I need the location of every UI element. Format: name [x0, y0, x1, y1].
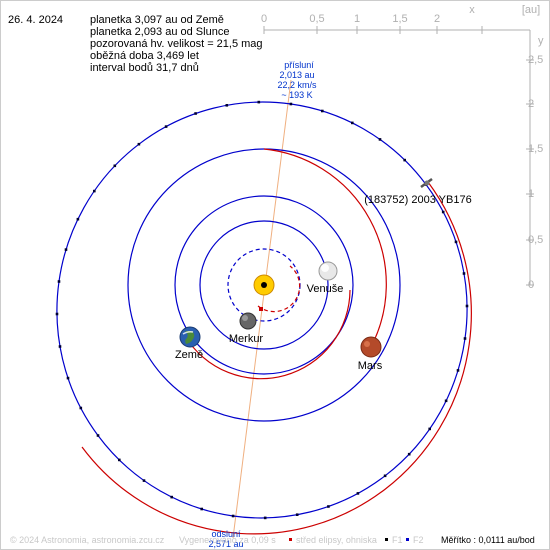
orbit-point	[378, 138, 382, 141]
y-tick-label: 2	[528, 98, 534, 110]
ellipse-center-marker	[259, 307, 263, 311]
orbit-point	[57, 280, 61, 283]
orbit-point	[321, 109, 324, 113]
orbit-point	[403, 158, 406, 162]
earth-orbit	[174, 195, 354, 375]
earth-label: Země	[175, 349, 203, 361]
asteroid-label: (183752) 2003 YB176	[364, 194, 471, 206]
orbit-point	[463, 337, 467, 340]
info-distance-earth: planetka 3,097 au od Země	[90, 14, 224, 26]
orbit-point	[64, 248, 68, 251]
orbit-point	[118, 458, 121, 462]
orbit-point	[231, 514, 235, 518]
earth-icon	[179, 326, 201, 348]
footer-scale: Měřítko : 0,0111 au/bod	[441, 535, 535, 545]
legend-center-marker	[289, 538, 292, 541]
venus-label: Venuše	[307, 283, 344, 295]
orbit-point	[295, 513, 299, 516]
legend-f1-marker	[385, 538, 388, 541]
earth-orbit-ahead	[184, 289, 351, 380]
info-magnitude: pozorovaná hv. velikost = 21,5 mag	[90, 38, 263, 50]
x-tick-marks	[263, 26, 483, 34]
orbit-point	[225, 104, 229, 107]
orbit-point	[462, 272, 466, 275]
venus-orbit-ahead	[257, 265, 301, 313]
orbit-point	[194, 112, 197, 115]
orbit-point	[66, 376, 70, 380]
orbit-point	[454, 240, 458, 244]
mercury-icon	[239, 312, 257, 330]
orbit-point	[76, 217, 80, 221]
y-tick-marks	[526, 59, 534, 286]
y-tick-label: 1,5	[528, 143, 543, 155]
x-tick-label: 0	[261, 13, 267, 25]
footer-generated: Vygenerováno za 0,09 s	[179, 535, 276, 545]
y-tick-label: 2,5	[528, 54, 543, 66]
x-tick-label: 1,5	[392, 13, 407, 25]
orbit-point	[113, 164, 117, 168]
perihelion-distance: 2,013 au	[279, 70, 314, 80]
orbit-point	[79, 406, 83, 410]
venus-icon	[318, 261, 338, 281]
orbit-point	[289, 102, 293, 106]
orbit-point	[137, 142, 141, 146]
perihelion-speed: 22,2 km/s	[277, 80, 317, 90]
sun-center-marker	[261, 282, 267, 288]
orbit-point	[351, 121, 354, 125]
x-tick-label: 2	[434, 13, 440, 25]
y-tick-label: 0,5	[528, 234, 543, 246]
x-tick-label: 0,5	[309, 13, 324, 25]
asteroid-icon	[420, 177, 433, 189]
x-axis-letter: x	[469, 4, 475, 16]
perihelion-period: ~ 193 K	[281, 90, 312, 100]
aphelion-distance: 2,571 au	[208, 539, 243, 549]
orbit-point	[356, 492, 360, 495]
orbit-point	[142, 479, 146, 482]
perihelion-title: přísluní	[284, 60, 314, 70]
mars-icon	[360, 336, 382, 358]
orbit-point	[170, 495, 173, 499]
orbit-point	[441, 210, 445, 214]
axis-scales	[263, 26, 534, 286]
info-panel: planetka 3,097 au od Země planetka 2,093…	[90, 14, 263, 74]
x-tick-label: 1	[354, 13, 360, 25]
info-period: oběžná doba 3,469 let	[90, 50, 199, 62]
orbit-point	[55, 312, 59, 316]
orbit-point	[58, 345, 62, 348]
orbit-point	[257, 100, 261, 104]
orbit-point	[444, 399, 448, 403]
orbit-point	[428, 427, 431, 431]
orbit-point	[93, 189, 96, 193]
y-tick-label: 0	[528, 279, 534, 291]
orbit-point	[263, 516, 267, 520]
mercury-label: Merkur	[229, 333, 264, 345]
mars-orbit-ahead	[263, 148, 387, 348]
date-label: 26. 4. 2024	[8, 14, 64, 26]
footer-copyright: © 2024 Astronomia, astronomia.zcu.cz	[10, 535, 165, 545]
orbit-point	[96, 434, 100, 437]
orbit-point	[200, 507, 203, 511]
orbit-point	[383, 474, 387, 478]
info-interval: interval bodů 31,7 dnů	[90, 62, 199, 74]
orbit-point	[465, 304, 469, 308]
axis-unit-label: [au]	[522, 4, 540, 16]
info-distance-sun: planetka 2,093 au od Slunce	[90, 26, 230, 38]
aphelion-title: odsluní	[211, 529, 241, 539]
footer-legend-f1: F1	[392, 535, 403, 545]
y-tick-label: 1	[528, 188, 534, 200]
footer-legend-f2: F2	[413, 535, 424, 545]
orbit-point	[164, 125, 168, 128]
orbit-point	[407, 452, 411, 456]
legend-f2-marker	[406, 538, 409, 541]
orbit-point	[327, 505, 330, 508]
asteroid-orbit-ahead	[81, 181, 472, 535]
venus-orbit	[199, 220, 329, 350]
mars-label: Mars	[358, 360, 383, 372]
footer-legend-center: střed elipsy, ohniska	[296, 535, 377, 545]
orbit-point	[456, 369, 460, 372]
y-axis-letter: y	[538, 35, 544, 47]
orbit-point-markers	[55, 100, 469, 520]
